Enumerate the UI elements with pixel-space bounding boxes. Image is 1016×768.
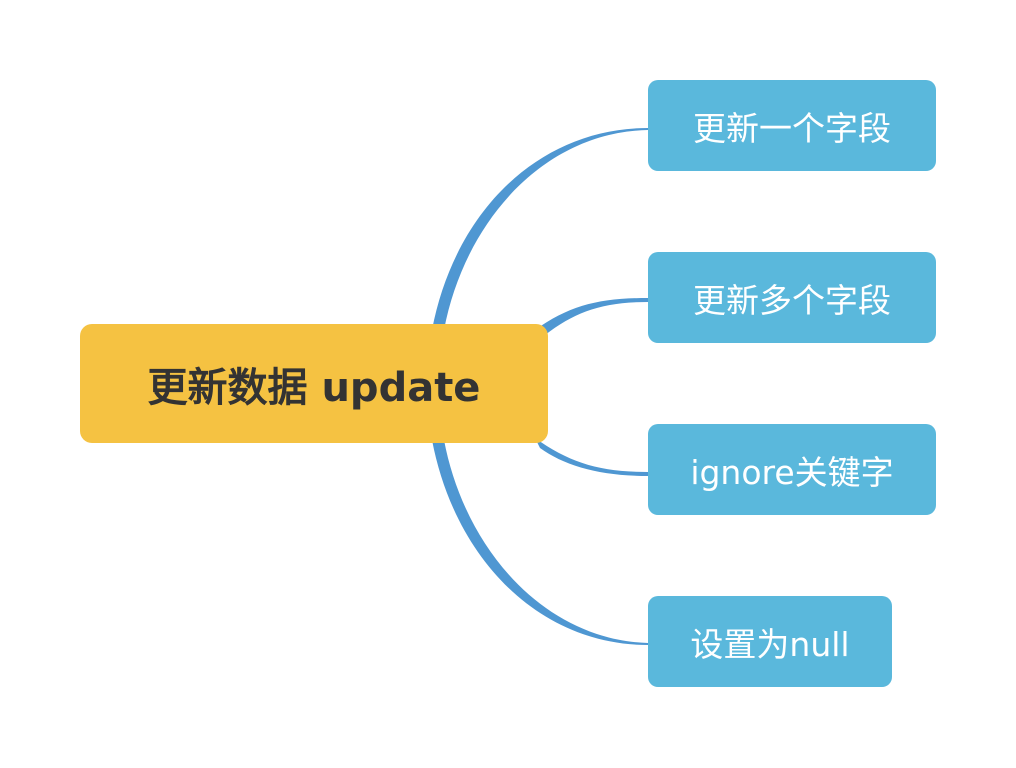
root-node[interactable]: 更新数据 update bbox=[80, 324, 548, 443]
branch-label: 更新一个字段 bbox=[693, 108, 891, 148]
connector-1 bbox=[432, 128, 648, 330]
branch-node[interactable]: ignore关键字 bbox=[648, 424, 936, 515]
branch-node[interactable]: 更新一个字段 bbox=[648, 80, 936, 171]
branch-node[interactable]: 设置为null bbox=[648, 596, 892, 687]
branch-label: ignore关键字 bbox=[690, 452, 894, 492]
branch-node[interactable]: 更新多个字段 bbox=[648, 252, 936, 343]
connector-4 bbox=[432, 440, 648, 645]
root-label: 更新数据 update bbox=[147, 364, 481, 411]
connector-2 bbox=[535, 298, 648, 335]
branch-label: 设置为null bbox=[690, 624, 850, 664]
branch-label: 更新多个字段 bbox=[693, 280, 891, 320]
connector-3 bbox=[535, 438, 648, 476]
